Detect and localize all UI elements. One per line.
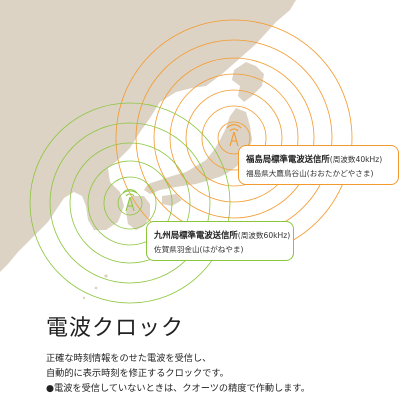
fukushima-station-frequency: (周波数40kHz) [329,155,383,164]
description-note: ●電波を受信していないときは、クオーツの精度で作動します。 [46,383,310,394]
fukushima-station-name: 福島局標準電波送信所 [246,154,330,164]
fukushima-transmitter-icon [226,124,242,147]
hokkaido [232,62,264,102]
island [82,296,86,300]
page-title: 電波クロック [46,316,185,341]
island [104,274,108,278]
fukushima-station-callout: 福島局標準電波送信所(周波数40kHz) 福島県大鷹鳥谷山(おおたかどやさま) [238,145,399,185]
kyushu-station-name: 九州局標準電波送信所 [154,230,238,240]
mainland-asia [0,0,296,272]
description-line-2: 自動的に表示時刻を修正するクロックです。 [46,368,229,379]
kyushu-coverage-rings [29,102,231,304]
island [94,286,98,290]
fukushima-station-location: 福島県大鷹鳥谷山(おおたかどやさま) [246,169,374,178]
kyushu-station-location: 佐賀県羽金山(はがねやま) [154,245,244,254]
kyushu-station-frequency: (周波数60kHz) [237,231,291,240]
radio-coverage-map [0,0,353,304]
kyushu-transmitter-icon [122,189,138,212]
description-line-1: 正確な時刻情報をのせた電波を受信し、 [46,353,212,364]
kyushu-station-callout: 九州局標準電波送信所(周波数60kHz) 佐賀県羽金山(はがねやま) [146,221,294,261]
description: 正確な時刻情報をのせた電波を受信し、 自動的に表示時刻を修正するクロックです。 … [46,351,310,396]
